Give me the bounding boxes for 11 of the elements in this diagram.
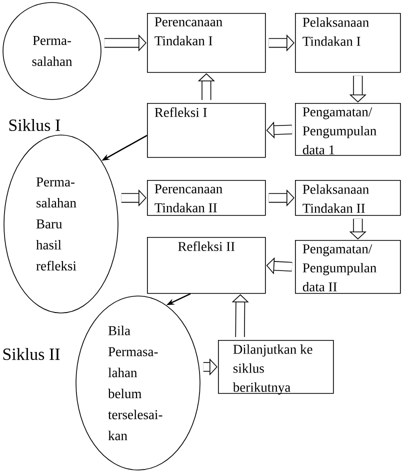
- process-box: Refleksi II: [147, 237, 266, 294]
- process-box: Pelaksanaan Tindakan I: [295, 13, 401, 73]
- cycle-label: Siklus I: [9, 119, 60, 131]
- process-box: Perencanaan Tindakan I: [147, 13, 266, 73]
- process-box: Pengamatan/ Pengumpulan data 1: [295, 103, 401, 156]
- process-box: Refleksi I: [147, 103, 266, 158]
- process-box: Dilanjutkan ke siklus berikutnya: [218, 340, 334, 395]
- cycle-label: Siklus II: [3, 348, 60, 360]
- process-box: Pelaksanaan Tindakan II: [295, 180, 401, 216]
- process-box: Pengamatan/ Pengumpulan data II: [295, 240, 401, 294]
- process-box: Perencanaan Tindakan II: [147, 180, 266, 216]
